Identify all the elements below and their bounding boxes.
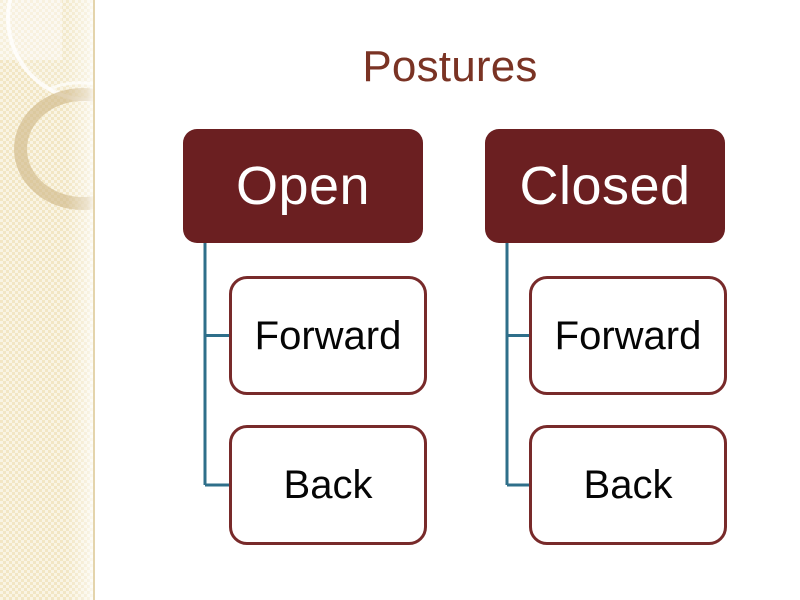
node-closed-back-label: Back [583,463,673,507]
node-closed-label: Closed [519,156,691,216]
node-open[interactable]: Open [183,129,423,243]
node-closed-back[interactable]: Back [529,425,727,545]
node-open-back-label: Back [283,463,373,507]
side-band-edge [93,0,95,600]
node-open-back[interactable]: Back [229,425,427,545]
node-closed-forward-label: Forward [554,313,702,358]
node-closed[interactable]: Closed [485,129,725,243]
node-open-forward-label: Forward [254,313,402,358]
node-closed-forward[interactable]: Forward [529,276,727,395]
node-open-forward[interactable]: Forward [229,276,427,395]
node-open-label: Open [235,156,371,216]
page-title: Postures [362,42,538,91]
